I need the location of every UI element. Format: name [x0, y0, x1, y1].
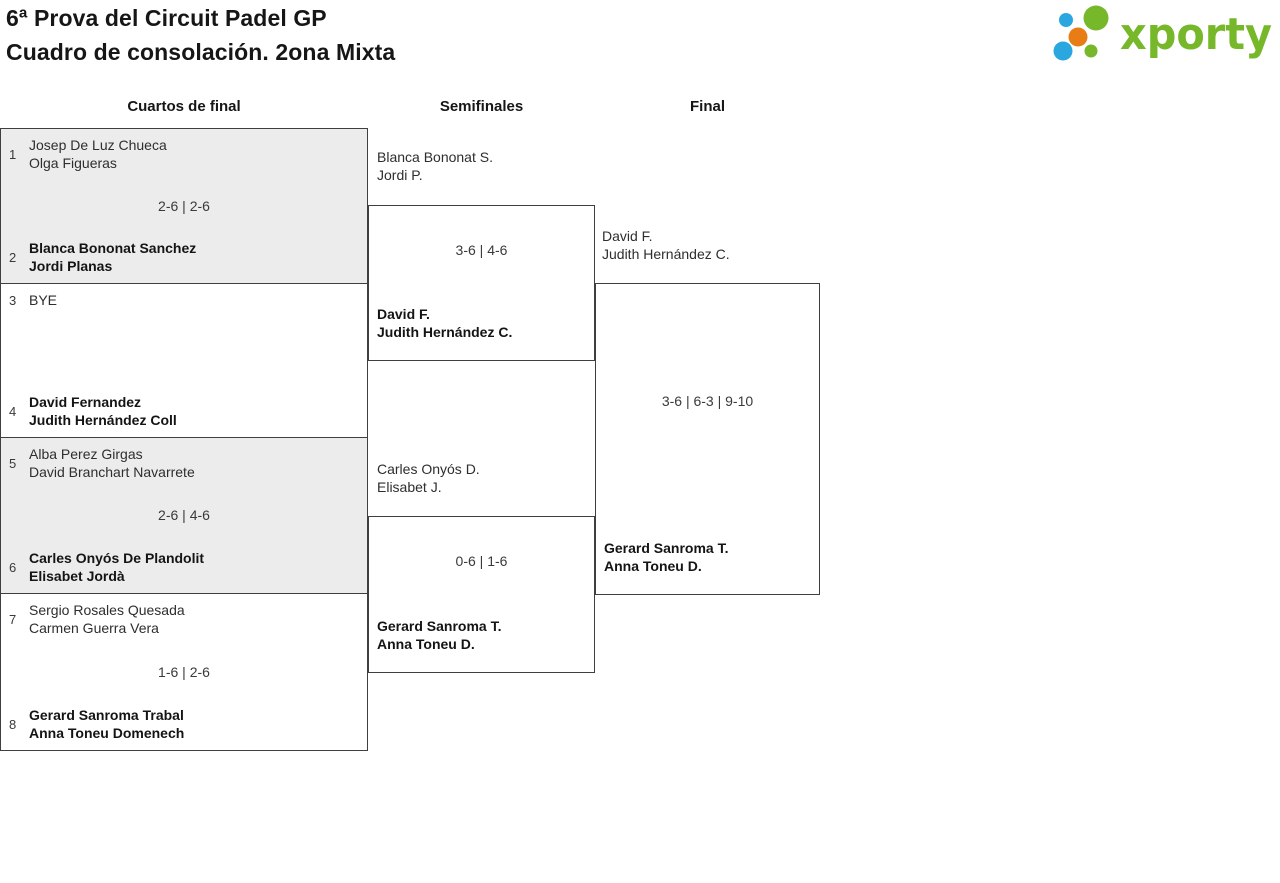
match-quarterfinal-4: 7 Sergio Rosales Quesada Carmen Guerra V… — [0, 593, 368, 751]
team-names-winner: Gerard Sanroma T. Anna Toneu D. — [377, 618, 502, 652]
seed-number: 4 — [9, 403, 17, 419]
team-slot-bottom: 2 Blanca Bononat Sanchez Jordi Planas — [9, 239, 359, 275]
match-quarterfinal-1: 1 Josep De Luz Chueca Olga Figueras 2-6 … — [0, 128, 368, 284]
page-title: 6ª Prova del Circuit Padel GP Cuadro de … — [6, 1, 395, 69]
match-quarterfinal-2: 3 BYE 4 David Fernandez Judith Hernández… — [0, 283, 368, 438]
round-header-semifinals: Semifinales — [439, 98, 524, 115]
team-names: Sergio Rosales Quesada Carmen Guerra Ver… — [29, 602, 185, 636]
seed-number: 2 — [9, 249, 17, 265]
match-score: 3-6 | 6-3 | 9-10 — [661, 393, 754, 409]
final-top-team: David F. Judith Hernández C. — [602, 228, 730, 262]
team-slot-bottom: 6 Carles Onyós De Plandolit Elisabet Jor… — [9, 549, 359, 585]
round-header-final: Final — [689, 98, 725, 115]
team-slot-top: 1 Josep De Luz Chueca Olga Figueras — [9, 136, 359, 172]
team-slot-top: 5 Alba Perez Girgas David Branchart Nava… — [9, 445, 359, 481]
logo-dot-blue-small — [1059, 13, 1073, 27]
logo-dot-green-small — [1084, 44, 1098, 58]
team-slot-bottom: 4 David Fernandez Judith Hernández Coll — [9, 393, 359, 429]
seed-number: 5 — [9, 455, 17, 471]
logo-dot-orange — [1068, 27, 1088, 47]
logo-dot-blue-large — [1053, 41, 1073, 61]
semifinal-2-top-team: Carles Onyós D. Elisabet J. — [377, 461, 480, 495]
logo-dot-green-large — [1083, 5, 1109, 31]
match-semifinal-2: 0-6 | 1-6 Gerard Sanroma T. Anna Toneu D… — [368, 516, 595, 673]
seed-number: 8 — [9, 716, 17, 732]
team-names: Josep De Luz Chueca Olga Figueras — [29, 137, 167, 171]
match-final: 3-6 | 6-3 | 9-10 Gerard Sanroma T. Anna … — [595, 283, 820, 595]
logo-wordmark: xporty — [1120, 9, 1272, 60]
seed-number: 6 — [9, 559, 17, 575]
team-names-winner: Gerard Sanroma T. Anna Toneu D. — [604, 540, 729, 574]
match-quarterfinal-3: 5 Alba Perez Girgas David Branchart Nava… — [0, 437, 368, 594]
team-names-winner: David Fernandez Judith Hernández Coll — [29, 394, 177, 428]
team-names: Alba Perez Girgas David Branchart Navarr… — [29, 446, 195, 480]
seed-number: 3 — [9, 292, 17, 308]
team-names: BYE — [29, 292, 58, 308]
round-header-quarterfinals: Cuartos de final — [127, 98, 241, 115]
seed-number: 7 — [9, 611, 17, 627]
team-names-winner: Blanca Bononat Sanchez Jordi Planas — [29, 240, 197, 274]
team-names-winner: David F. Judith Hernández C. — [377, 306, 513, 340]
tournament-name: 6ª Prova del Circuit Padel GP — [6, 5, 327, 31]
quarterfinals-column: 1 Josep De Luz Chueca Olga Figueras 2-6 … — [0, 128, 368, 751]
match-score: 2-6 | 2-6 — [158, 197, 210, 214]
match-score: 0-6 | 1-6 — [455, 553, 508, 569]
team-names-winner: Carles Onyós De Plandolit Elisabet Jordà — [29, 550, 205, 584]
match-score: 2-6 | 4-6 — [158, 507, 210, 523]
match-score: 3-6 | 4-6 — [455, 242, 508, 258]
team-names-winner: Gerard Sanroma Trabal Anna Toneu Domenec… — [29, 707, 185, 741]
xporty-logo[interactable]: xporty — [1052, 3, 1276, 61]
team-slot-bottom: 8 Gerard Sanroma Trabal Anna Toneu Domen… — [9, 706, 359, 742]
match-score: 1-6 | 2-6 — [158, 663, 210, 680]
match-semifinal-1: 3-6 | 4-6 David F. Judith Hernández C. — [368, 205, 595, 361]
team-slot-top: 7 Sergio Rosales Quesada Carmen Guerra V… — [9, 601, 359, 637]
bracket-subtitle: Cuadro de consolación. 2ona Mixta — [6, 39, 396, 65]
seed-number: 1 — [9, 146, 17, 162]
xporty-logo-icon: xporty — [1053, 5, 1272, 61]
semifinal-1-top-team: Blanca Bononat S. Jordi P. — [377, 149, 493, 183]
team-slot-top: 3 BYE — [9, 291, 359, 309]
